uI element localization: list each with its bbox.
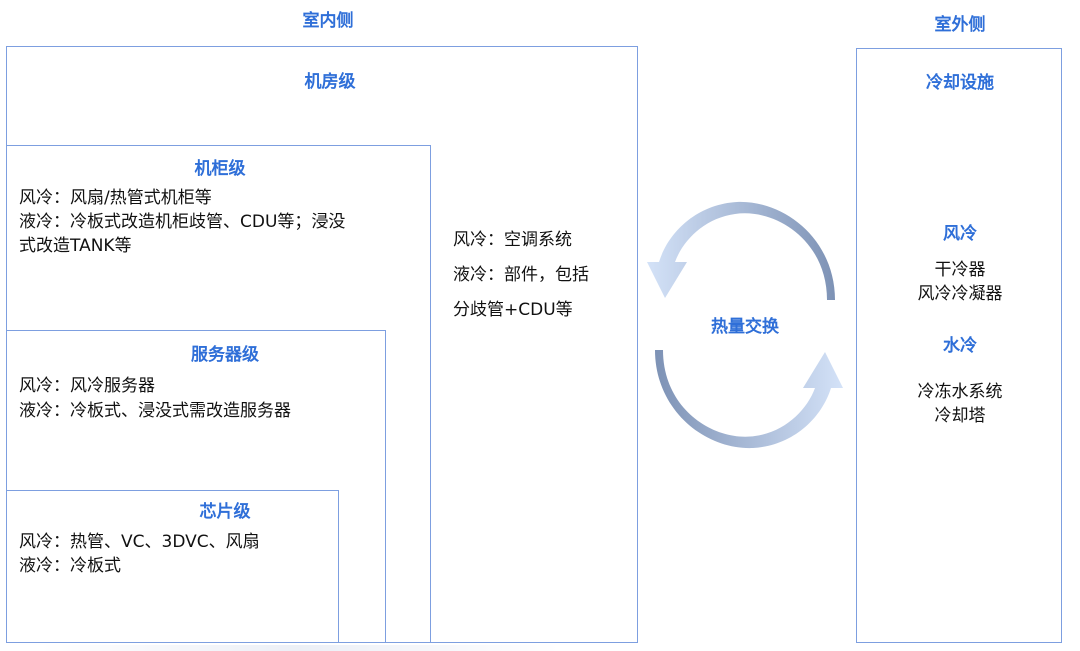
server-level-title: 服务器级 (191, 345, 259, 365)
heat-exchange-label: 热量交换 (711, 317, 779, 337)
outdoor-facility-box (856, 48, 1062, 643)
heat-exchange-cycle-icon (647, 201, 843, 449)
rack-air-text: 风冷：风扇/热管式机柜等 (19, 188, 212, 208)
outdoor-water-item-1: 冷冻水系统 (917, 382, 1003, 402)
bottom-shadow (40, 645, 560, 651)
chip-level-title: 芯片级 (199, 502, 251, 522)
chip-air-text: 风冷：热管、VC、3DVC、风扇 (19, 532, 260, 552)
bottom-arc-arrow (655, 350, 843, 449)
server-air-text: 风冷：风冷服务器 (19, 376, 155, 396)
rack-liquid-text-2: 式改造TANK等 (19, 236, 132, 256)
cooling-facility-title: 冷却设施 (926, 73, 994, 93)
room-level-title: 机房级 (304, 72, 356, 92)
chip-level-box (6, 490, 339, 643)
server-liquid-text: 液冷：冷板式、浸没式需改造服务器 (19, 401, 291, 421)
outdoor-water-item-2: 冷却塔 (934, 406, 986, 426)
outdoor-water-title: 水冷 (943, 336, 977, 356)
outdoor-side-title: 室外侧 (934, 15, 986, 35)
room-liquid-cont-text: 分歧管+CDU等 (453, 300, 573, 320)
outdoor-air-item-2: 风冷冷凝器 (917, 284, 1003, 304)
outdoor-air-title: 风冷 (943, 224, 977, 244)
top-arc-arrow (647, 201, 835, 300)
room-air-text: 风冷：空调系统 (453, 230, 572, 250)
indoor-side-title: 室内侧 (302, 11, 354, 31)
chip-liquid-text: 液冷：冷板式 (19, 556, 121, 576)
outdoor-air-item-1: 干冷器 (934, 260, 986, 280)
room-liquid-text: 液冷：部件，包括 (453, 265, 589, 285)
rack-level-title: 机柜级 (194, 159, 246, 179)
rack-liquid-text-1: 液冷：冷板式改造机柜歧管、CDU等；浸没 (19, 212, 346, 232)
